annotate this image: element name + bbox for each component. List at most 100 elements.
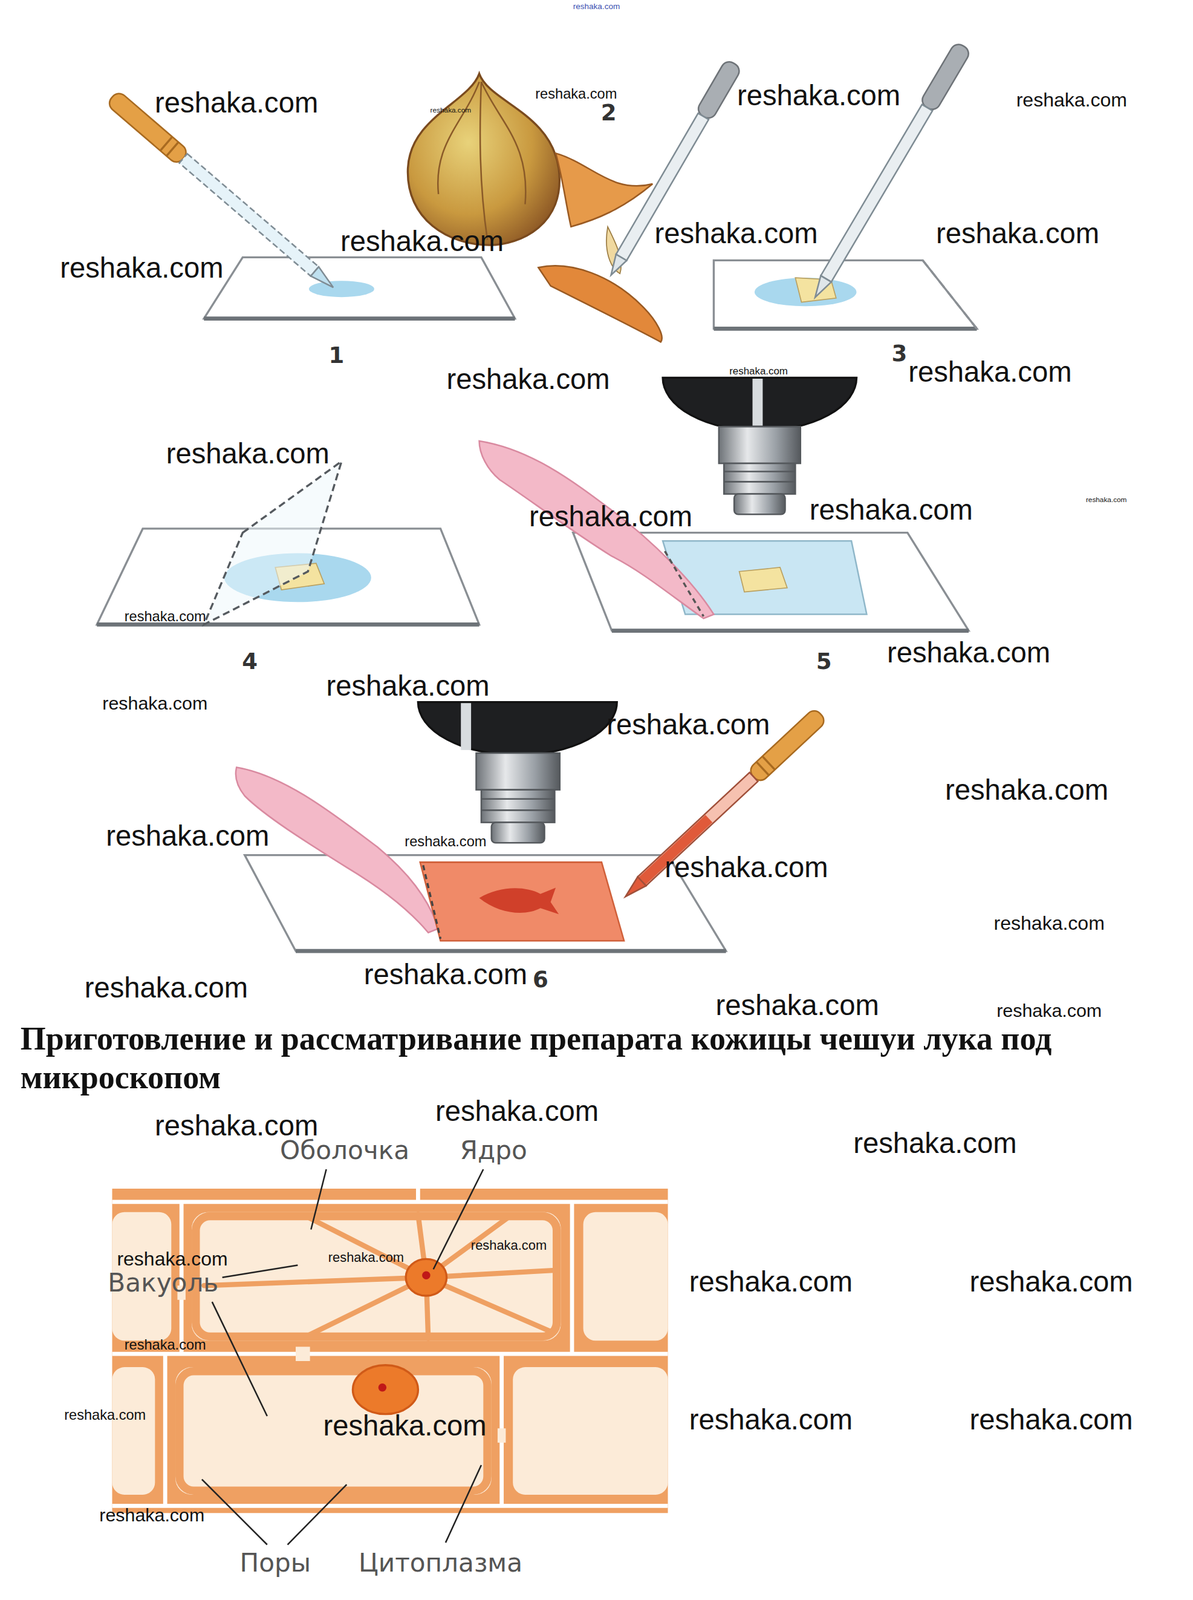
watermark: reshaka.com (887, 635, 1051, 668)
watermark-box: reshaka.com (116, 1246, 228, 1270)
part-label-box: Ядро (460, 1134, 528, 1164)
panel-3 (602, 41, 977, 329)
watermark-box: reshaka.com (689, 1401, 853, 1435)
step-number: 5 (816, 647, 833, 674)
part-label-box: Цитоплазма (358, 1547, 523, 1577)
watermark-box: reshaka.com (84, 970, 248, 1004)
watermark: reshaka.com (102, 691, 208, 713)
step-number: 3 (891, 339, 907, 366)
watermark-box: reshaka.com (908, 354, 1072, 388)
watermark-box: reshaka.com (529, 499, 693, 533)
watermark: reshaka.com (715, 988, 880, 1021)
watermark-box: reshaka.com (936, 215, 1100, 250)
watermark-box: reshaka.com (59, 250, 224, 284)
part-label: Цитоплазма (358, 1547, 523, 1577)
watermark-box: reshaka.com (328, 1249, 404, 1265)
watermark: reshaka.com (116, 1246, 228, 1269)
watermark: reshaka.com (364, 957, 528, 990)
step-number: 1 (328, 341, 345, 368)
watermark: reshaka.com (664, 850, 828, 883)
watermark: reshaka.com (64, 1405, 146, 1422)
watermark-box: reshaka.com (124, 607, 207, 625)
part-label: Оболочка (279, 1134, 410, 1164)
part-label: Вакуоль (107, 1266, 219, 1297)
watermark-box: reshaka.com (364, 957, 528, 991)
part-label-box: Оболочка (279, 1134, 410, 1164)
watermark: reshaka.com (606, 708, 770, 741)
part-label-box: Вакуоль (107, 1266, 219, 1297)
watermark-box: reshaka.com (166, 435, 330, 470)
step-number: 6 (532, 965, 549, 992)
title: Приготовление и рассматривание препарата… (20, 1020, 1053, 1096)
watermark: reshaka.com (340, 224, 504, 257)
part-label: Ядро (460, 1134, 528, 1164)
watermark: reshaka.com (573, 1, 620, 11)
watermark: reshaka.com (404, 833, 487, 849)
watermark: reshaka.com (124, 607, 207, 624)
step-number-box: 6 (532, 965, 549, 992)
step-number-box: 4 (241, 647, 258, 674)
watermark-box: reshaka.com (102, 691, 208, 713)
step-number-box: 5 (816, 647, 833, 674)
watermark-box: reshaka.com (404, 833, 487, 850)
watermark-box: reshaka.com (654, 215, 818, 250)
watermark-box: reshaka.com (737, 78, 901, 112)
watermark: reshaka.com (969, 1264, 1134, 1298)
watermark-box: reshaka.com (64, 1405, 146, 1423)
step-number: 2 (601, 99, 617, 126)
watermark: reshaka.com (99, 1503, 205, 1525)
watermark-box: reshaka.com (446, 361, 610, 395)
watermark-box: reshaka.com (853, 1125, 1017, 1159)
watermark: reshaka.com (689, 1264, 853, 1298)
watermark-box: reshaka.com (729, 365, 788, 378)
step-number-box: 2 (601, 99, 617, 126)
step-number-box: 3 (891, 339, 907, 366)
watermark: reshaka.com (809, 492, 973, 525)
watermark: reshaka.com (529, 500, 693, 533)
watermark-box: reshaka.com (435, 1093, 599, 1128)
step-number: 4 (241, 647, 258, 674)
watermark-box: reshaka.com (994, 911, 1105, 935)
watermark: reshaka.com (124, 1335, 207, 1352)
watermark: reshaka.com (945, 773, 1109, 806)
watermark: reshaka.com (471, 1237, 547, 1253)
watermark: reshaka.com (430, 105, 472, 115)
watermark: reshaka.com (105, 819, 270, 852)
watermark: reshaka.com (737, 78, 901, 111)
watermark-box: reshaka.com (105, 818, 270, 852)
part-label-box: Поры (239, 1547, 311, 1577)
watermark: reshaka.com (154, 85, 319, 118)
leader-lines (201, 1168, 484, 1545)
watermark-box: reshaka.com (715, 988, 880, 1022)
watermark: reshaka.com (853, 1125, 1017, 1158)
watermark: reshaka.com (1016, 88, 1128, 111)
panel-4 (96, 461, 479, 625)
watermark-box: reshaka.com (573, 1, 620, 11)
watermark-box: reshaka.com (322, 1407, 487, 1441)
watermark-box: reshaka.com (689, 1264, 853, 1298)
title-box: Приготовление и рассматривание препарата… (20, 1019, 1183, 1097)
watermark-box: reshaka.com (606, 707, 770, 741)
watermark: reshaka.com (328, 1249, 404, 1265)
watermark: reshaka.com (994, 911, 1105, 934)
watermark: reshaka.com (325, 669, 490, 702)
watermark-box: reshaka.com (996, 998, 1102, 1021)
cell-diagram (111, 1188, 668, 1513)
part-label: Поры (239, 1547, 311, 1577)
watermark-box: reshaka.com (664, 850, 828, 884)
watermark-box: reshaka.com (1016, 88, 1128, 112)
watermark: reshaka.com (654, 216, 818, 249)
watermark-box: reshaka.com (325, 668, 490, 703)
watermark-box: reshaka.com (887, 634, 1051, 669)
panel-6 (235, 702, 828, 951)
watermark-box: reshaka.com (1085, 495, 1128, 504)
watermark-box: reshaka.com (969, 1401, 1134, 1435)
watermark-box: reshaka.com (471, 1237, 547, 1253)
watermark: reshaka.com (446, 362, 610, 395)
watermark: reshaka.com (689, 1402, 853, 1435)
watermark: reshaka.com (435, 1094, 599, 1127)
watermark-box: reshaka.com (340, 224, 504, 258)
watermark: reshaka.com (1085, 495, 1128, 504)
watermark-box: reshaka.com (945, 772, 1109, 807)
watermark: reshaka.com (936, 216, 1100, 249)
